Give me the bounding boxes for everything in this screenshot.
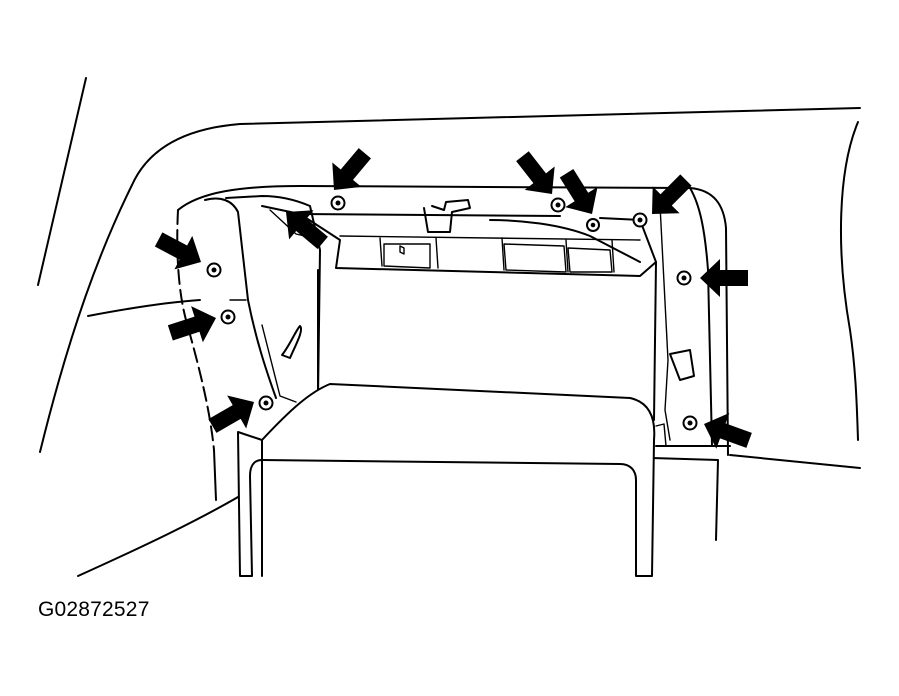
fastener-top-2 — [550, 197, 566, 213]
fastener-left-lower — [258, 395, 274, 411]
fastener-top-4 — [632, 212, 648, 228]
fastener-top-3 — [586, 218, 600, 232]
fastener-top-1 — [330, 195, 346, 211]
fastener-left-upper — [206, 262, 222, 278]
opening-walls — [229, 261, 695, 421]
glove-box-door — [237, 383, 667, 577]
arrow-left-upper — [149, 222, 210, 279]
arrow-right-lower — [697, 406, 756, 459]
arrow-top-4 — [638, 166, 700, 228]
figure-id-label: G02872527 — [38, 598, 150, 621]
arrow-top-1 — [319, 141, 380, 203]
arrow-top-2 — [507, 144, 567, 206]
dashboard-outline — [37, 77, 861, 577]
arrow-top-3 — [550, 163, 609, 225]
fastener-right-lower — [682, 415, 698, 431]
fastener-left-middle — [220, 309, 236, 325]
arrow-top-left-inner — [273, 197, 335, 258]
arrow-left-middle — [164, 299, 222, 351]
fasteners — [206, 195, 698, 431]
fastener-right-upper — [676, 270, 692, 286]
